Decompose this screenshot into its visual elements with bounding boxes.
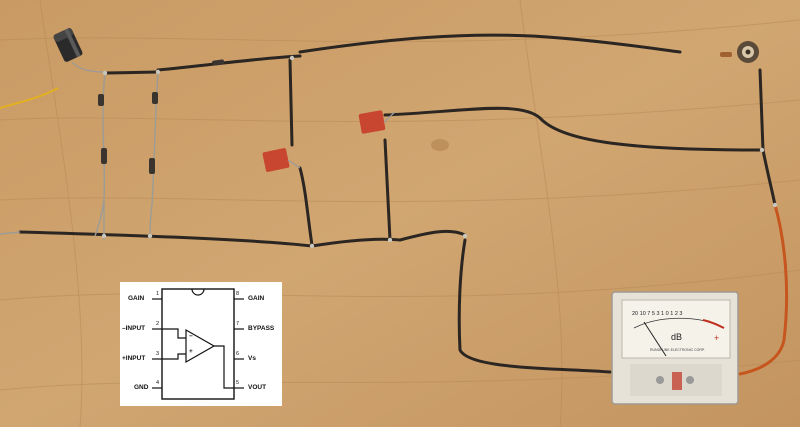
resistor-ladder	[0, 71, 159, 240]
electrolytic-capacitor	[53, 28, 83, 62]
solder-joints	[101, 55, 778, 249]
pin-label: GAIN	[248, 295, 265, 302]
pin-label: –INPUT	[122, 325, 146, 332]
film-capacitor-right	[358, 110, 386, 134]
pin-number: 6	[236, 351, 240, 357]
vu-meter	[611, 291, 739, 405]
potentiometer	[737, 41, 759, 63]
pin-label: GAIN	[128, 295, 145, 302]
opamp-plus-sign: +	[189, 348, 193, 355]
ic-package-outline	[152, 288, 244, 400]
meter-brand-label: RUNDFUNK ELECTRONIC CORP.	[650, 348, 705, 352]
resistors	[98, 52, 732, 174]
yellow-input-wire	[0, 87, 59, 109]
pin-number: 8	[236, 291, 240, 297]
pin-label: GND	[134, 384, 149, 391]
wires	[18, 33, 777, 374]
pin-number: 3	[156, 351, 160, 357]
pin-number: 4	[156, 380, 160, 386]
capacitor-lead	[71, 61, 106, 73]
pin-number: 5	[236, 380, 240, 386]
meter-db-label: dB	[671, 332, 683, 342]
pin-number: 1	[156, 291, 160, 297]
opamp-minus-sign: −	[189, 333, 193, 340]
meter-orange-wire	[738, 203, 789, 376]
pin-label: BYPASS	[248, 325, 275, 332]
meter-scale-labels: 20 10 7 5 3 1 0 1 2 3	[632, 311, 683, 317]
opamp-symbol	[162, 328, 234, 389]
film-capacitor-left	[262, 148, 290, 172]
pin-number: 2	[156, 321, 160, 327]
capacitor-leads	[287, 111, 396, 169]
pin-label: +INPUT	[122, 355, 146, 362]
pin-label: Vs	[248, 355, 256, 362]
meter-plus-mark: +	[714, 333, 720, 343]
meter-needle	[643, 321, 667, 357]
wood-knot	[431, 139, 449, 151]
ic-pinout-diagram: − + 1 GAIN 2 –INPUT 3 +INPUT 4 GND 8 GAI…	[120, 282, 282, 406]
pin-number: 7	[236, 321, 240, 327]
pin-label: VOUT	[248, 384, 267, 391]
meter-red-arc	[702, 319, 725, 329]
